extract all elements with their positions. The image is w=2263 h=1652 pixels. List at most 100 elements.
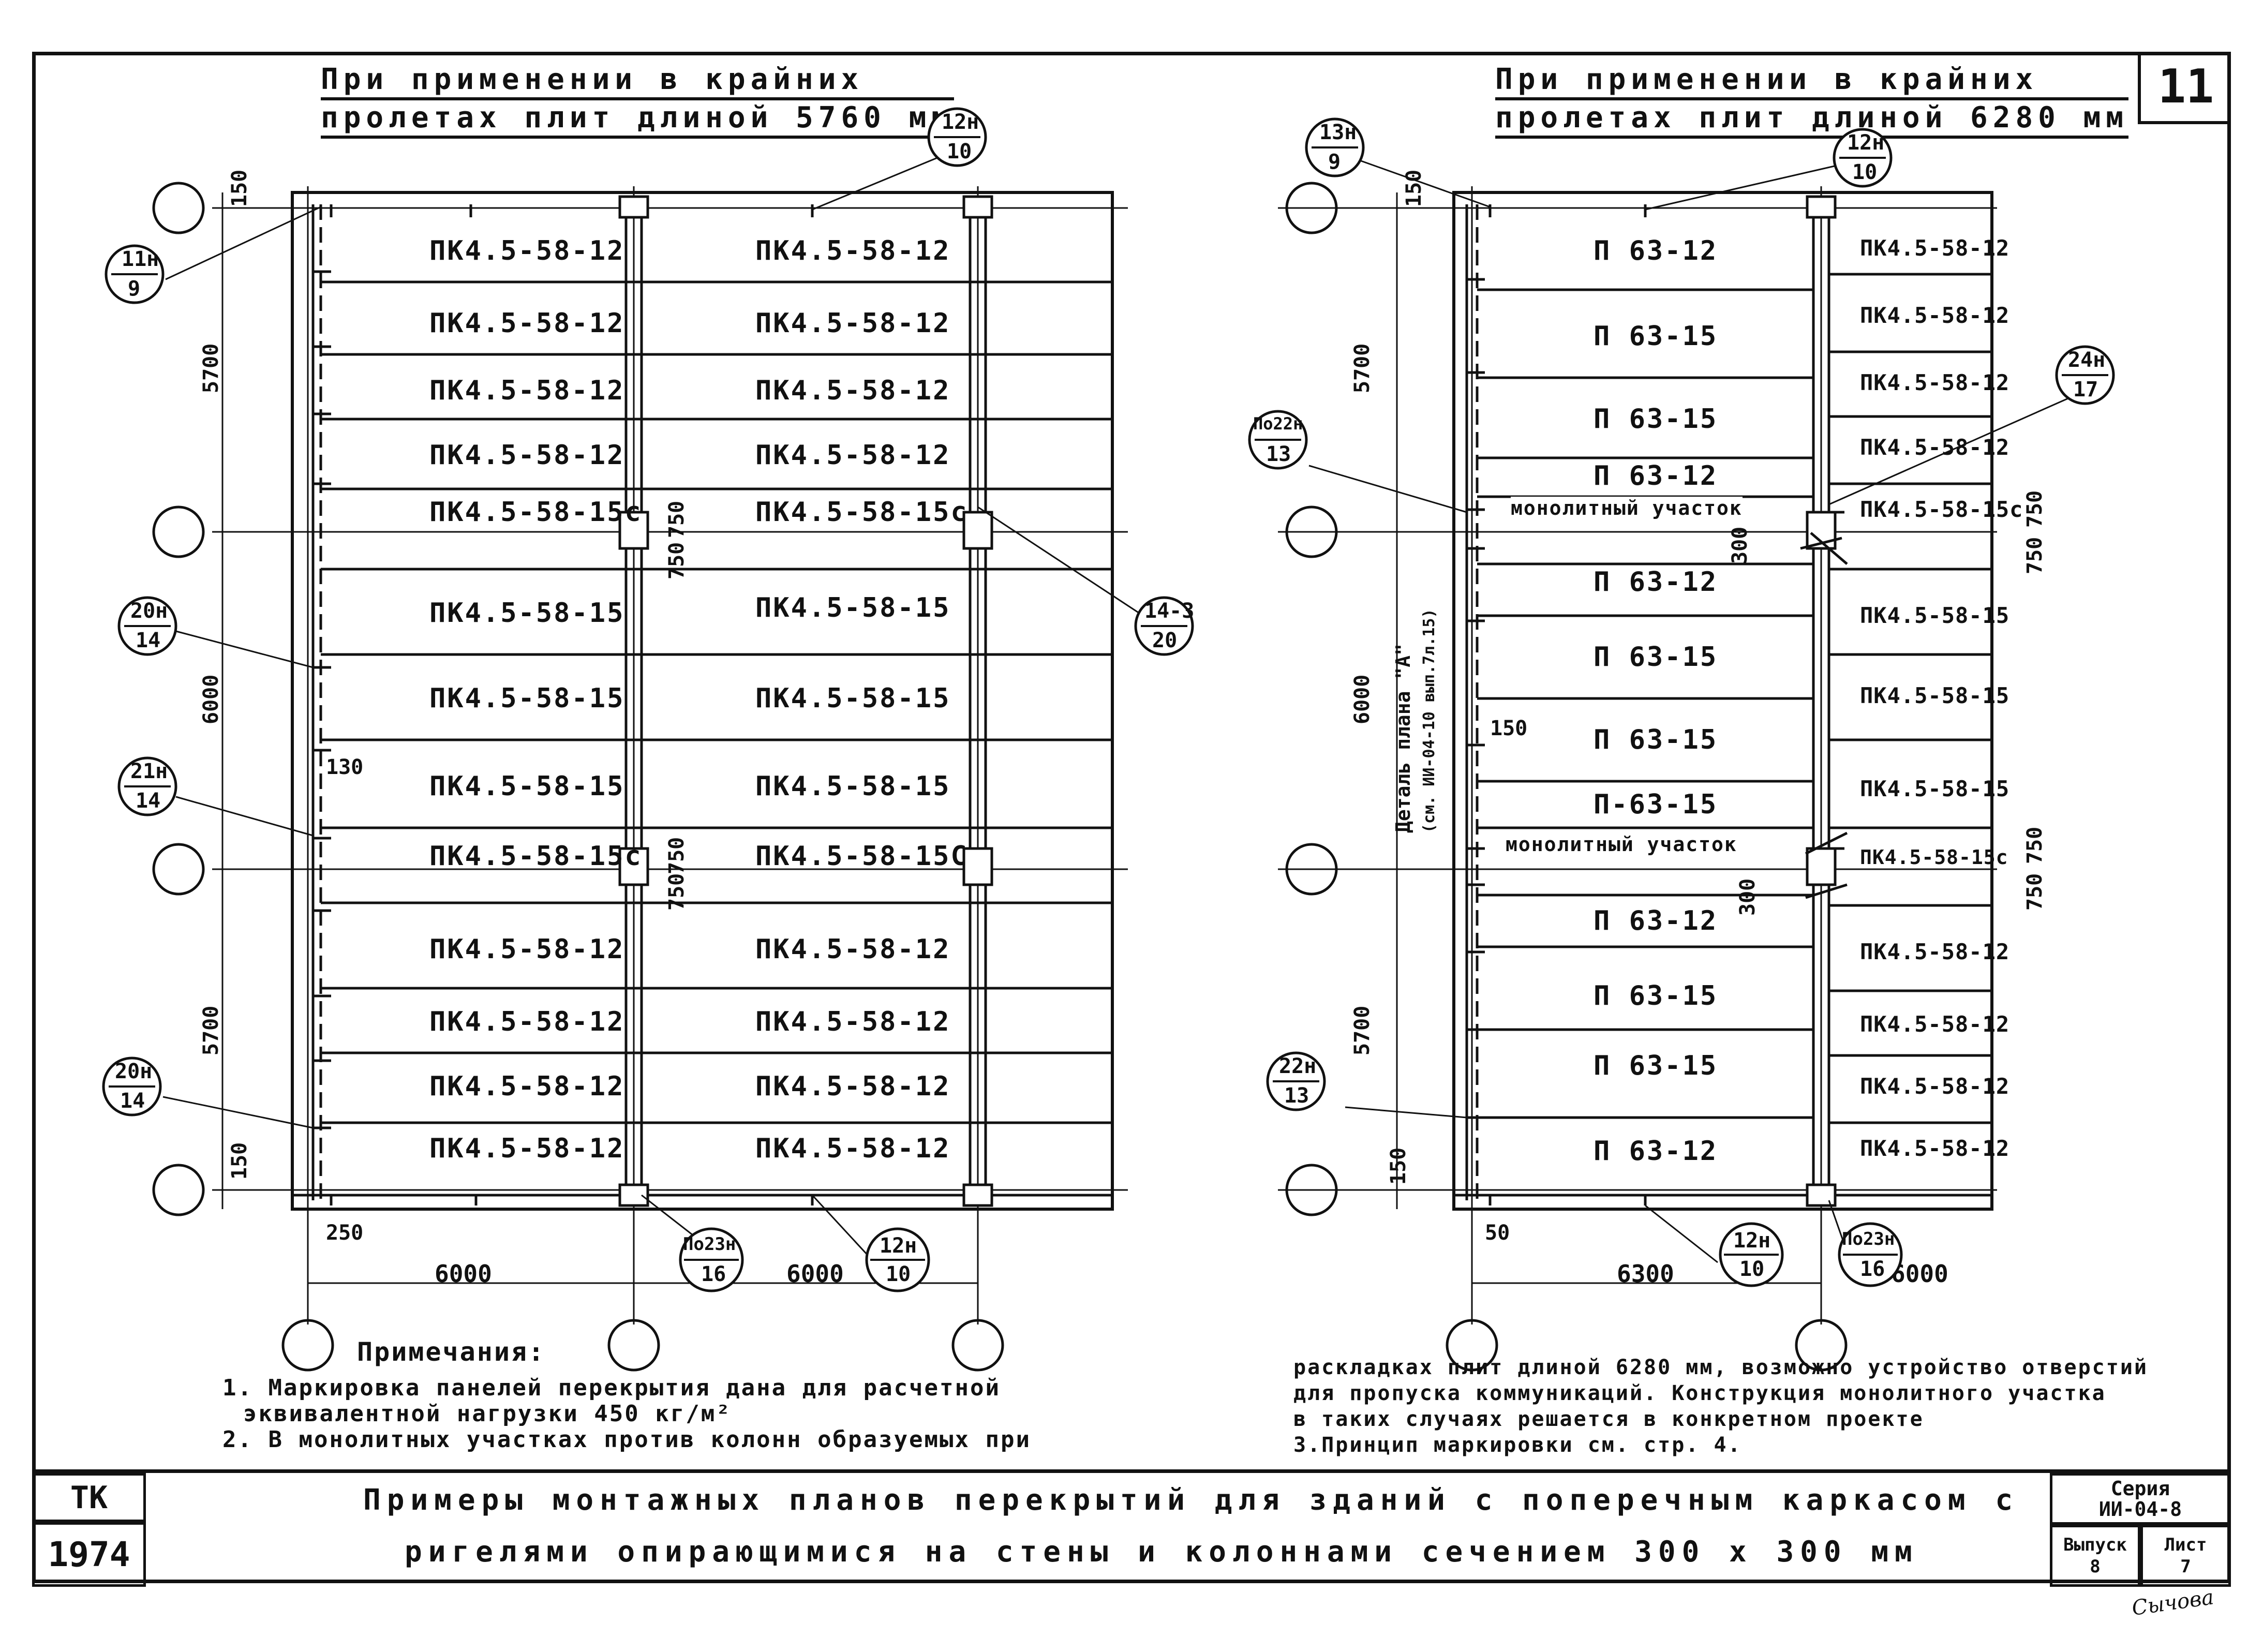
note-line-6: в таких случаях решается в конкретном пр… xyxy=(1293,1407,1924,1431)
callout-left-11n-top: 11н xyxy=(122,247,159,271)
tb-series-value: ИИ-04-8 xyxy=(2098,1498,2182,1521)
callout-right-12n-bot xyxy=(1719,1222,1784,1287)
tb-title-1: Примеры монтажных планов перекрытий для … xyxy=(363,1483,2019,1517)
callout-right-24n-b: 17 xyxy=(2073,378,2098,401)
tb-issue: Выпуск 8 xyxy=(2050,1525,2140,1587)
right-dim-750-d: 750 xyxy=(2023,873,2047,911)
right-slab-c1-4: П 63-12 xyxy=(1594,460,1718,492)
right-slab-c2-8: ПК4.5-58-15 xyxy=(1860,776,2010,801)
right-slab-c2-5: ПК4.5-58-15с xyxy=(1860,497,2023,522)
right-slab-c1-3: П 63-15 xyxy=(1594,404,1718,435)
left-slab-c2-1: ПК4.5-58-12 xyxy=(755,235,951,266)
callout-left-20n-b-b: 14 xyxy=(120,1089,145,1113)
left-slab-c2-8: ПК4.5-58-15 xyxy=(755,771,951,802)
left-dim-130: 130 xyxy=(326,755,364,779)
right-slab-c2-3: ПК4.5-58-12 xyxy=(1860,370,2010,395)
callout-left-20n-b xyxy=(102,1056,162,1117)
left-dim-5700-top: 5700 xyxy=(199,343,223,393)
callout-left-po23n xyxy=(679,1227,744,1292)
left-slab-c2-5: ПК4.5-58-15с xyxy=(755,497,969,528)
left-slab-c1-10: ПК4.5-58-12 xyxy=(429,934,625,965)
callout-right-22n-t: 22н xyxy=(1279,1054,1317,1078)
tb-sheet-label: Лист xyxy=(2164,1535,2207,1555)
right-slab-c1-11: П 63-15 xyxy=(1594,1050,1718,1081)
left-slab-c1-9: ПК4.5-58-15с xyxy=(429,841,643,872)
right-slab-c2-12: ПК4.5-58-12 xyxy=(1860,1074,2010,1099)
left-slab-c1-6: ПК4.5-58-15 xyxy=(429,598,625,629)
left-dim-750-d: 750 xyxy=(665,873,689,911)
left-dim-150-bot: 150 xyxy=(228,1142,251,1180)
callout-left-12n-top-t: 12н xyxy=(942,110,979,134)
callout-right-12n-top xyxy=(1833,128,1893,188)
callout-left-11n-bottom: 9 xyxy=(128,277,141,301)
callout-right-24n xyxy=(2055,345,2115,405)
left-slab-c2-11: ПК4.5-58-12 xyxy=(755,1006,951,1037)
right-dim-6000: 6000 xyxy=(1350,674,1374,724)
left-dim-6000-b: 6000 xyxy=(786,1260,844,1288)
note-line-5: для пропуска коммуникаций. Конструкция м… xyxy=(1293,1381,2106,1405)
title-block: ТК 1974 Примеры монтажных планов перекры… xyxy=(32,1469,2231,1587)
callout-right-po23n-t: По23н xyxy=(1842,1229,1895,1249)
right-slab-c2-10: ПК4.5-58-12 xyxy=(1860,939,2010,964)
callout-right-po23n xyxy=(1838,1222,1903,1287)
left-slab-c1-8: ПК4.5-58-15 xyxy=(429,771,625,802)
callout-left-11n xyxy=(105,244,165,304)
right-dim-50: 50 xyxy=(1485,1221,1510,1245)
right-plan-heading: При применении в крайних пролетах плит д… xyxy=(1495,62,2129,139)
callout-left-12n-top-b: 10 xyxy=(947,140,972,163)
right-slab-c1-8: П-63-15 xyxy=(1594,789,1718,820)
callout-right-po22n xyxy=(1248,410,1308,470)
right-dim-300-b: 300 xyxy=(1736,878,1760,916)
left-slab-c1-12: ПК4.5-58-12 xyxy=(429,1071,625,1102)
note-line-2: эквивалентной нагрузки 450 кг/м² xyxy=(243,1401,732,1427)
callout-right-12n-top-t: 12н xyxy=(1847,131,1885,155)
callout-right-12n-bot-b: 10 xyxy=(1739,1257,1765,1281)
left-slab-c1-13: ПК4.5-58-12 xyxy=(429,1133,625,1164)
left-slab-c1-7: ПК4.5-58-15 xyxy=(429,683,625,714)
left-heading-line2: пролетах плит длиной 5760 мм xyxy=(321,100,955,139)
callout-right-12n-bot-t: 12н xyxy=(1733,1229,1771,1253)
right-heading-line2: пролетах плит длиной 6280 мм xyxy=(1495,100,2129,139)
tb-issue-value: 8 xyxy=(2090,1556,2101,1577)
left-dim-750-a: 750 xyxy=(665,500,689,538)
left-dim-250: 250 xyxy=(326,1221,364,1245)
right-dim-750-a: 750 xyxy=(2023,490,2047,528)
right-slab-c1-2: П 63-15 xyxy=(1594,321,1718,352)
right-detail-label-2: (см. ИИ-04-10 вып.7л.15) xyxy=(1420,608,1438,833)
callout-left-20n-b-t: 20н xyxy=(115,1060,153,1083)
left-slab-c2-4: ПК4.5-58-12 xyxy=(755,440,951,471)
left-dim-750-c: 750 xyxy=(665,837,689,874)
right-slab-c1-12: П 63-12 xyxy=(1594,1136,1718,1167)
callout-right-22n xyxy=(1266,1051,1326,1111)
callout-left-po23n-t: По23н xyxy=(683,1234,736,1255)
right-slab-c2-4: ПК4.5-58-12 xyxy=(1860,435,2010,460)
callout-left-12n-bot xyxy=(865,1227,930,1292)
callout-left-20n-a-b: 14 xyxy=(136,629,161,652)
note-line-1: 1. Маркировка панелей перекрытия дана дл… xyxy=(222,1375,1001,1401)
callout-left-20n-a xyxy=(117,596,177,656)
right-detail-label-1: Деталь плана "А" xyxy=(1392,643,1415,833)
right-slab-c2-11: ПК4.5-58-12 xyxy=(1860,1011,2010,1037)
callout-right-13n-b: 9 xyxy=(1328,150,1341,174)
callout-left-20n-a-t: 20н xyxy=(130,599,168,623)
callout-right-po22n-b: 13 xyxy=(1266,442,1291,466)
callout-right-13n xyxy=(1305,117,1365,177)
right-dim-5700-bot: 5700 xyxy=(1350,1005,1374,1055)
left-dim-150-top: 150 xyxy=(228,169,251,207)
left-slab-c1-5: ПК4.5-58-15с xyxy=(429,497,643,528)
left-slab-c1-2: ПК4.5-58-12 xyxy=(429,308,625,339)
right-slab-c1-9: П 63-12 xyxy=(1594,905,1718,936)
callout-right-12n-top-b: 10 xyxy=(1852,160,1878,184)
right-slab-c1-5: П 63-12 xyxy=(1594,567,1718,598)
right-dim-6300: 6300 xyxy=(1617,1260,1674,1288)
right-slab-c2-7: ПК4.5-58-15 xyxy=(1860,683,2010,708)
right-slab-c2-1: ПК4.5-58-12 xyxy=(1860,235,2010,261)
tb-series-label: Серия xyxy=(2110,1477,2170,1500)
right-slab-c2-9: ПК4.5-58-15с xyxy=(1860,846,2008,869)
left-dim-5700-bot: 5700 xyxy=(199,1005,223,1055)
tb-issue-label: Выпуск xyxy=(2063,1535,2127,1555)
right-slab-c1-1: П 63-12 xyxy=(1594,235,1718,266)
right-dim-150-mid: 150 xyxy=(1490,717,1528,740)
left-plan-heading: При применении в крайних пролетах плит д… xyxy=(321,62,955,139)
